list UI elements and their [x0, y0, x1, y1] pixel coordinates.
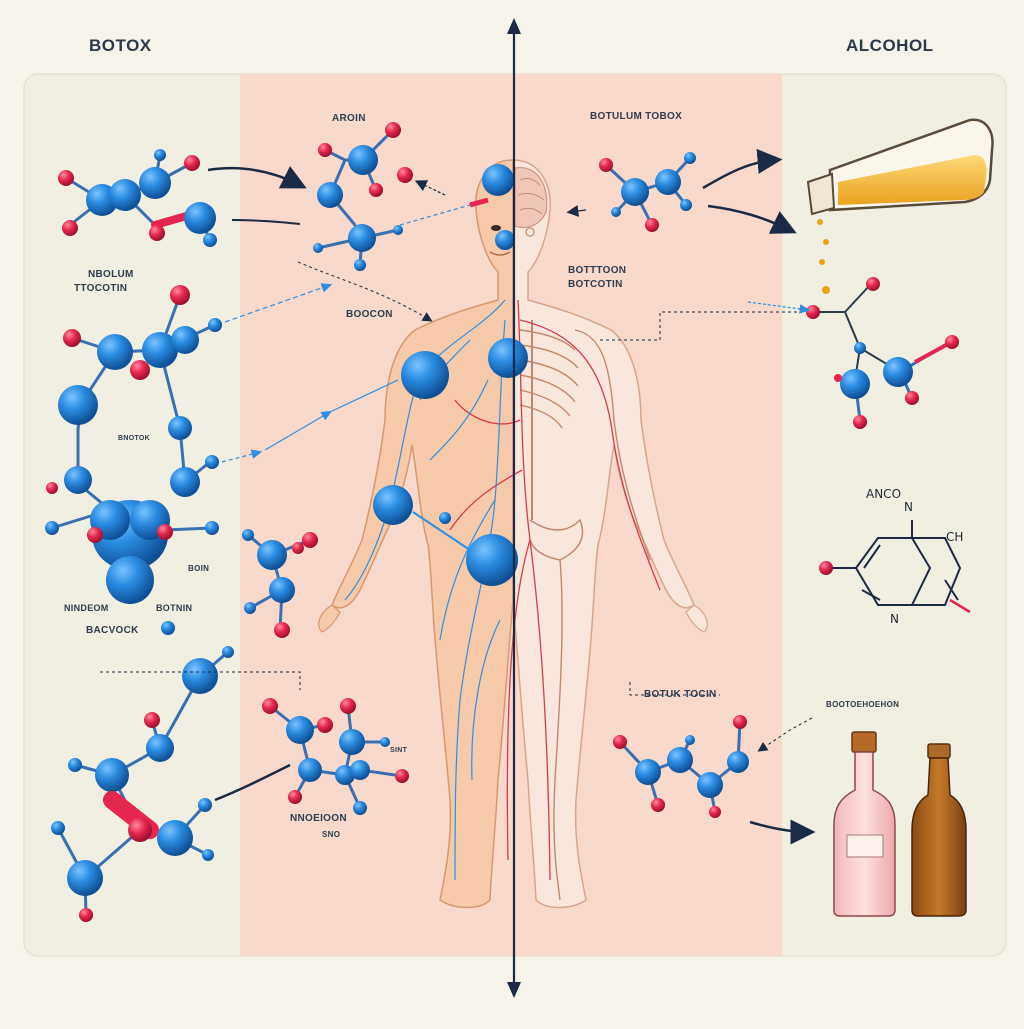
label-bnotok: BNOTOK: [118, 432, 150, 445]
label-bacvock: BACVOCK: [86, 624, 139, 637]
label-boin: BOIN: [188, 562, 209, 575]
head-node: [482, 164, 514, 196]
label-nindeom: NINDEOM: [64, 602, 109, 615]
label-nbolum: NBOLUM: [88, 268, 134, 281]
header-left: BOTOX: [89, 36, 152, 56]
label-n-top: N: [904, 500, 913, 514]
axis-arrow-bottom: [507, 982, 521, 998]
label-arom: AROIN: [332, 112, 366, 125]
label-boocon: BOOCON: [346, 308, 393, 321]
hip-node: [373, 485, 413, 525]
label-botuk-tocin: BOTUK TOCIN: [644, 688, 717, 701]
label-botcotin: BOTCOTIN: [568, 278, 623, 291]
axis-arrow-top: [507, 18, 521, 34]
label-bootoehoehon: BOOTOEHOEHON: [826, 698, 899, 711]
label-ch: CH: [946, 530, 963, 544]
label-botulum-tobox: BOTULUM TOBOX: [590, 110, 682, 123]
label-sno: SNO: [322, 828, 340, 841]
chest-node-left: [401, 351, 449, 399]
label-sint: SINT: [390, 744, 407, 757]
label-botttoon: BOTTTOON: [568, 264, 626, 277]
label-ttocotin: TTOCOTIN: [74, 282, 127, 295]
abdomen-node: [466, 534, 518, 586]
header-right: ALCOHOL: [846, 36, 934, 56]
eye: [491, 225, 501, 231]
chest-node-right: [488, 338, 528, 378]
face-node: [495, 230, 515, 250]
label-n-bottom: N: [890, 612, 899, 626]
label-botnin: BOTNIN: [156, 602, 192, 615]
label-anco: ANCO: [866, 487, 901, 501]
label-nnoeioon: NNOEIOON: [290, 812, 347, 825]
